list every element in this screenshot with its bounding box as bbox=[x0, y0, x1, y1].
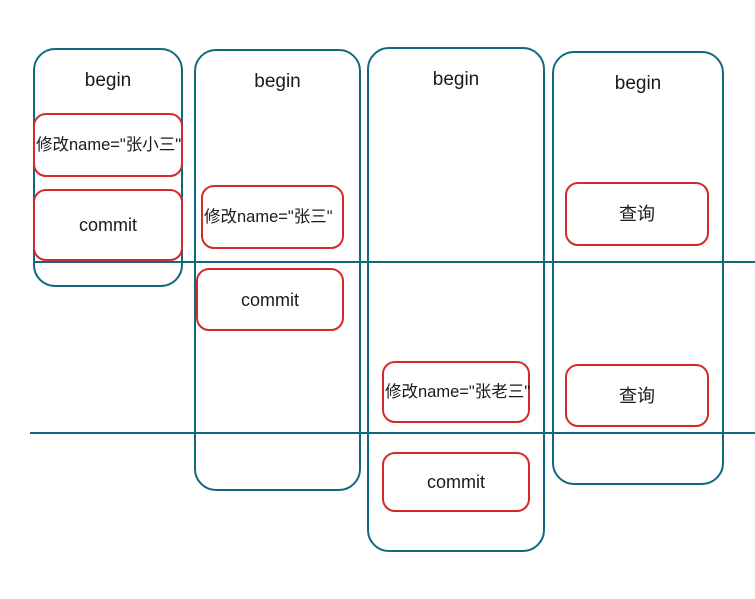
lane-title-begin-2: begin bbox=[254, 71, 301, 92]
transaction-lane-3 bbox=[367, 47, 545, 552]
lane-title-begin-1: begin bbox=[84, 70, 132, 91]
op-commit-2: commit bbox=[196, 268, 344, 331]
timeline-second-read-point bbox=[30, 432, 755, 434]
transaction-lane-4 bbox=[552, 51, 724, 485]
op-commit-1: commit bbox=[33, 189, 183, 261]
op-query-2: 查询 bbox=[565, 364, 709, 427]
op-update-zhangsan: 修改name="张三" bbox=[201, 185, 344, 249]
op-query-1: 查询 bbox=[565, 182, 709, 246]
op-commit-3: commit bbox=[382, 452, 530, 512]
op-update-zhanglaosan: 修改name="张老三" bbox=[382, 361, 530, 423]
lane-title-begin-4: begin bbox=[614, 73, 662, 94]
transaction-lane-2 bbox=[194, 49, 361, 491]
timeline-first-read-point bbox=[34, 261, 755, 263]
lane-title-begin-3: begin bbox=[432, 69, 480, 90]
op-update-zhangxiaosan: 修改name="张小三" bbox=[33, 113, 183, 177]
